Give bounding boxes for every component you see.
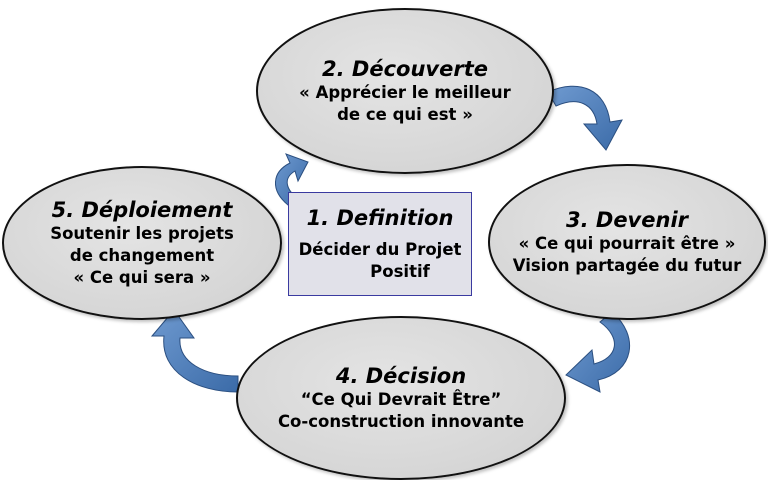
stage-decouverte: 2. Découverte « Apprécier le meilleur de… (256, 8, 554, 174)
stage-devenir-line: Vision partagée du futur (512, 256, 742, 275)
stage-decouverte-title: 2. Découverte (322, 57, 488, 81)
definition-box: 1. Definition Décider du Projet Positif (288, 192, 472, 296)
stage-decision-line: “Ce Qui Devrait Être” (300, 390, 502, 409)
definition-title: 1. Definition (306, 206, 454, 230)
definition-line: Décider du Projet (298, 240, 462, 259)
stage-deploiement-title: 5. Déploiement (51, 198, 233, 222)
stage-decision-title: 4. Décision (335, 364, 467, 388)
arrow-devenir-to-decision (565, 311, 630, 393)
arrow-definition-to-decouverte (275, 153, 309, 206)
stage-deploiement: 5. Déploiement Soutenir les projets de c… (2, 166, 282, 320)
stage-devenir-title: 3. Devenir (565, 208, 688, 232)
stage-deploiement-line: « Ce qui sera » (73, 268, 211, 287)
definition-line: Positif (370, 262, 430, 281)
stage-decision-line: Co-construction innovante (277, 412, 525, 431)
stage-decouverte-line: « Apprécier le meilleur (299, 83, 511, 102)
stage-devenir: 3. Devenir « Ce qui pourrait être » Visi… (488, 164, 766, 320)
stage-decouverte-line: de ce qui est » (337, 105, 473, 124)
stage-deploiement-line: Soutenir les projets (50, 224, 234, 243)
arrow-decouverte-to-devenir (547, 85, 623, 151)
arrow-decision-to-deploiement (150, 309, 239, 393)
stage-deploiement-line: de changement (69, 246, 215, 265)
stage-decision: 4. Décision “Ce Qui Devrait Être” Co-con… (236, 316, 566, 480)
stage-devenir-line: « Ce qui pourrait être » (518, 234, 736, 253)
